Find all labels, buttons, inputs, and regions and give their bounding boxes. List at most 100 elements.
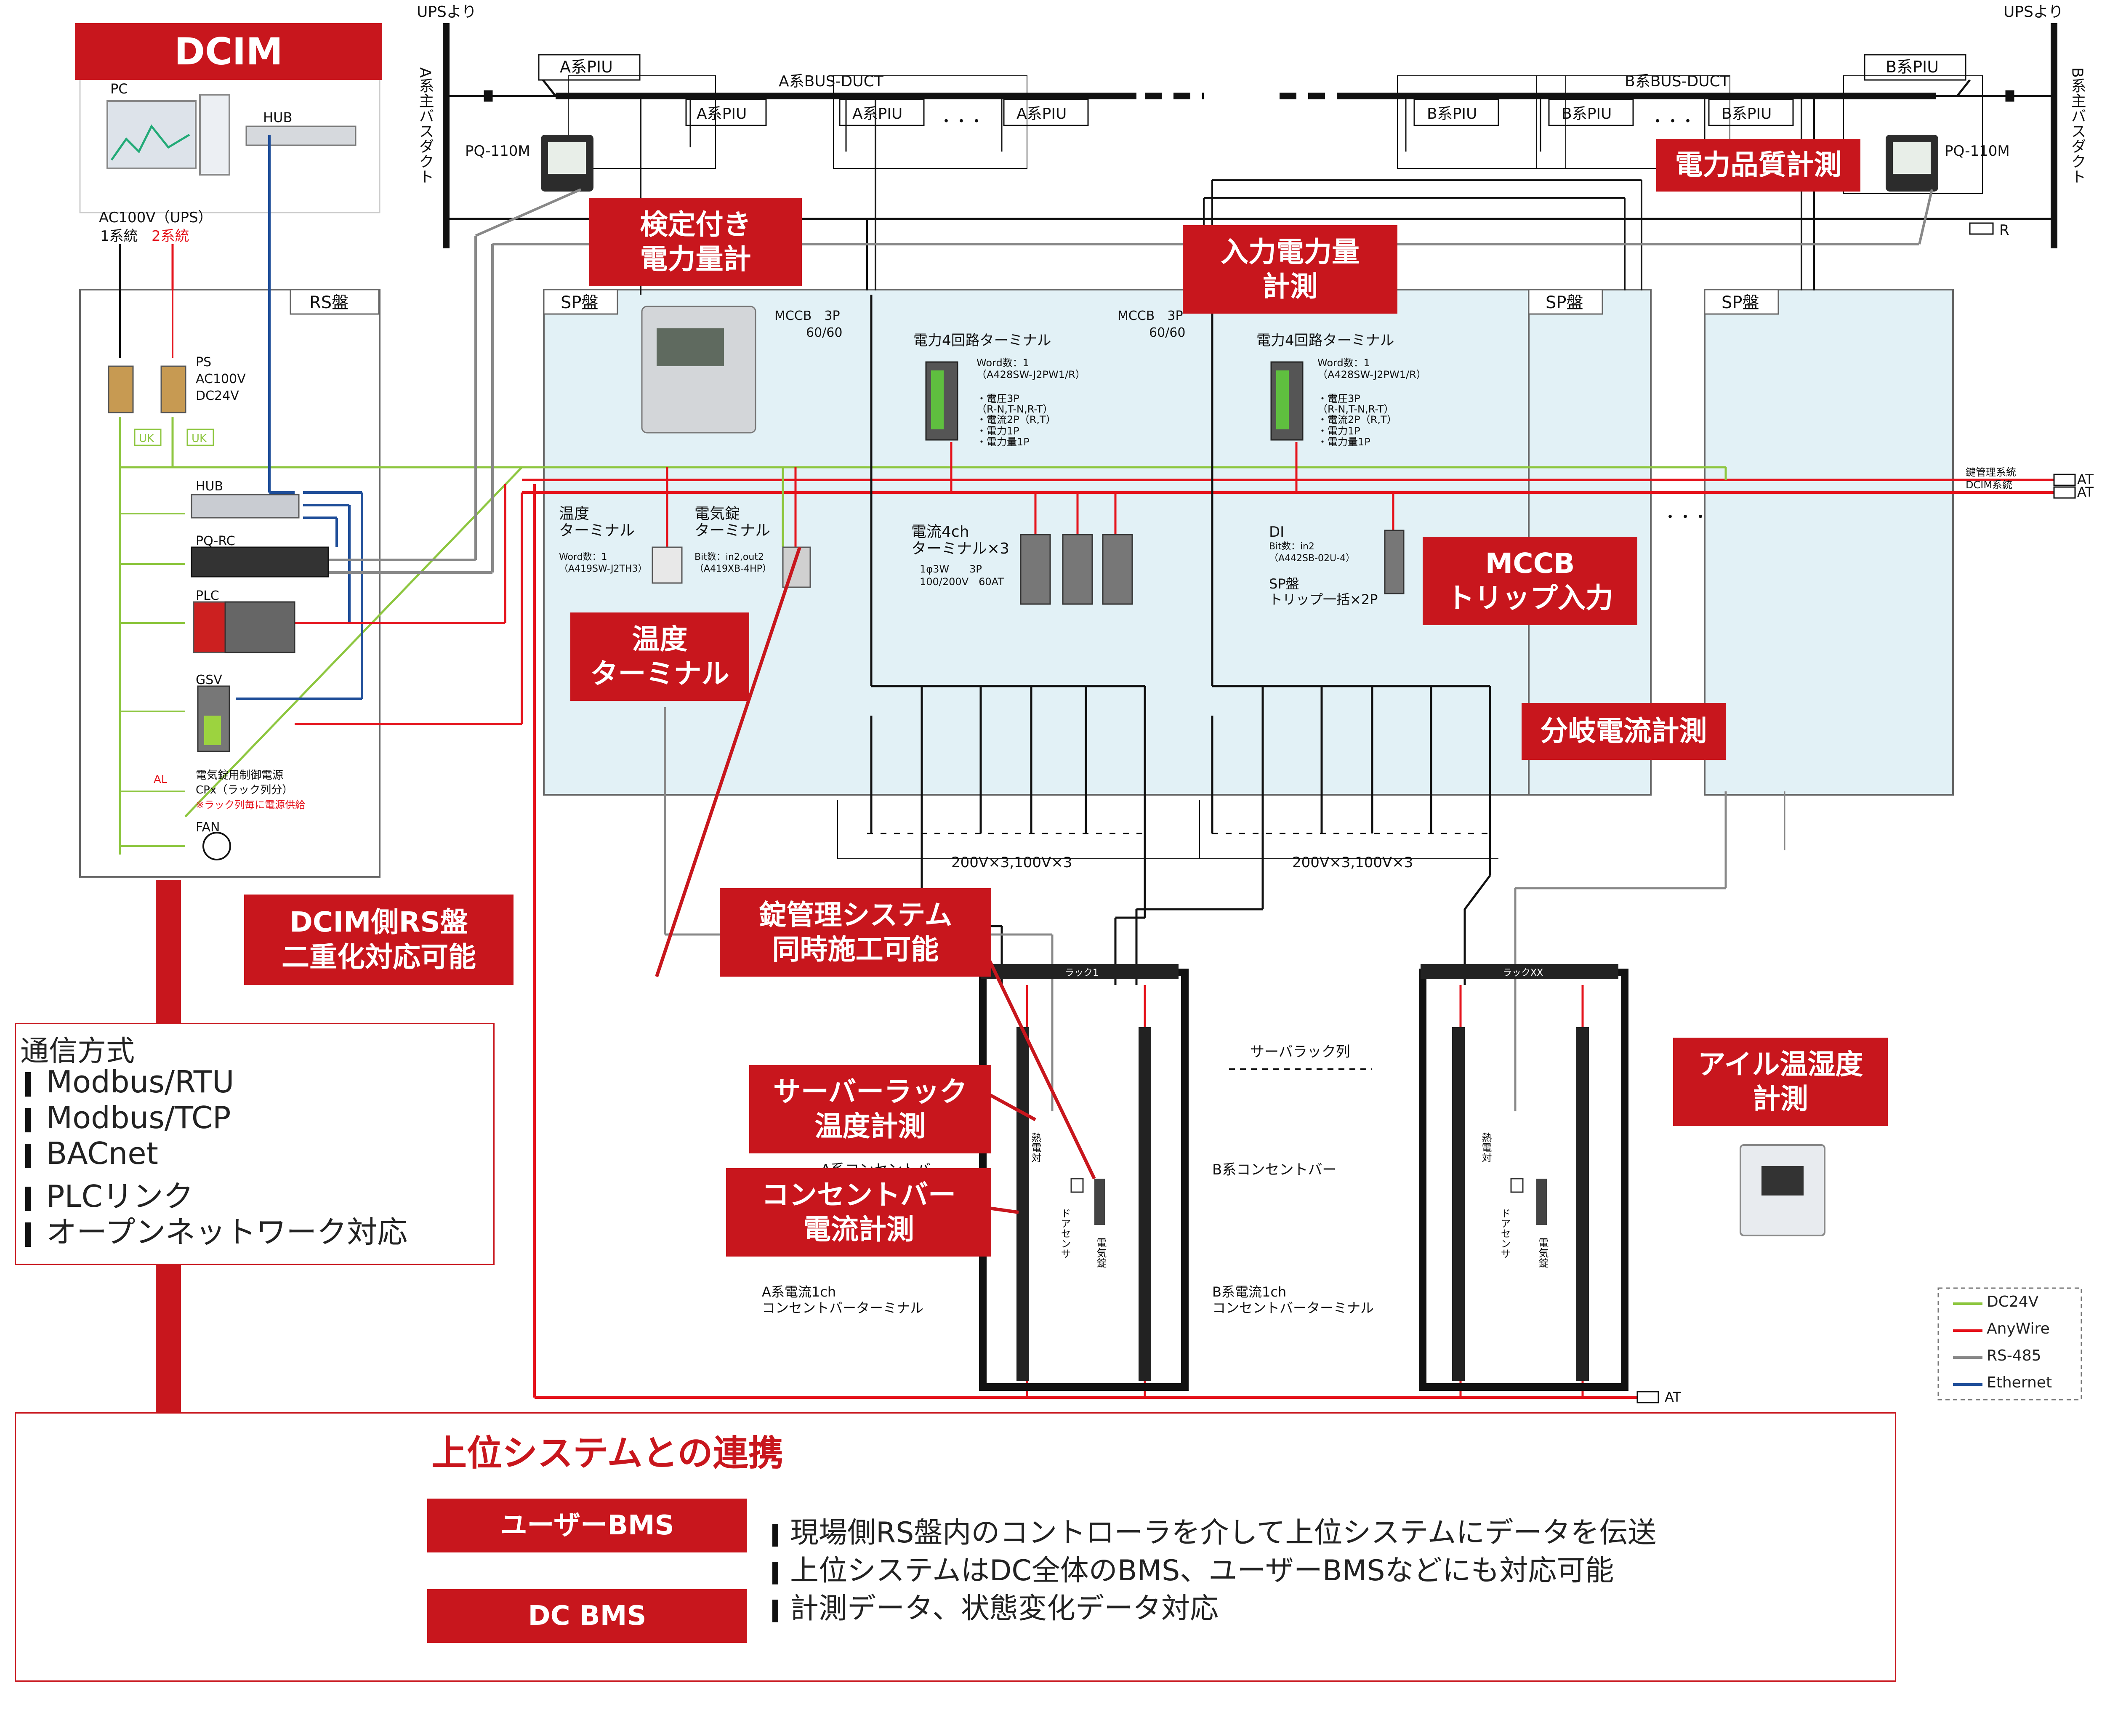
integration-item: 上位システムはDC全体のBMS、ユーザーBMSなどにも対応可能 bbox=[772, 1547, 1614, 1589]
sp-label-box-b bbox=[1528, 289, 1603, 315]
rs-al: AL bbox=[154, 773, 168, 786]
b-piu-2: B系PIU bbox=[1562, 105, 1612, 122]
branch-b-label: 200V×3,100V×3 bbox=[1292, 854, 1413, 871]
callout-mccb-trip: MCCB トリップ入力 bbox=[1423, 537, 1637, 625]
rs-uk-2: UK bbox=[192, 432, 207, 445]
rack1-elock: 電気錠 bbox=[1095, 1238, 1107, 1268]
a-piu-main: A系PIU bbox=[560, 58, 613, 76]
b-busduct-label: B系BUS-DUCT bbox=[1625, 73, 1730, 90]
sys2-label: 2系統 bbox=[152, 228, 189, 245]
rack-xx-b-bar bbox=[1576, 1027, 1589, 1381]
term4-a: 電力4回路ターミナル bbox=[913, 332, 1051, 349]
rack-1-a-bar bbox=[1016, 1027, 1029, 1381]
rackxx-label: ラックXX bbox=[1503, 968, 1543, 978]
callout-dcim-rs-line1: DCIM側RS盤 bbox=[290, 906, 468, 938]
comm-item: Modbus/TCP bbox=[25, 1100, 231, 1135]
uk-1 bbox=[134, 429, 162, 446]
lock-term-label: 電気錠 bbox=[694, 505, 740, 522]
callout-certified-line2: 電力量計 bbox=[640, 243, 751, 275]
sp-c-dots: ・・・ bbox=[1663, 509, 1708, 526]
comm-item: オープンネットワーク対応 bbox=[25, 1207, 407, 1251]
legend-dc24v-line bbox=[1953, 1302, 1982, 1305]
dcim-pc-monitor bbox=[106, 100, 197, 169]
temp-term-label-2: ターミナル bbox=[559, 522, 635, 539]
dcim-sys-label: DCIM系統 bbox=[1966, 479, 2012, 491]
a-busduct-label: A系BUS-DUCT bbox=[779, 73, 884, 90]
at-box-top-1 bbox=[2053, 474, 2076, 486]
rack-b-cur: B系電流1ch bbox=[1212, 1284, 1286, 1300]
term4-b-spec: ・電流2P（R,T） bbox=[1317, 414, 1397, 426]
b-piu-3: B系PIU bbox=[1722, 105, 1772, 122]
sp-panel-c-area bbox=[1704, 289, 1954, 796]
pq110m-left-screen bbox=[548, 142, 586, 174]
callout-input-line1: 入力電力量 bbox=[1221, 235, 1360, 268]
callout-branch-current: 分岐電流計測 bbox=[1522, 703, 1726, 760]
term4-a-spec: （R-N,T-N,R-T） bbox=[976, 403, 1053, 415]
rack1-door: ドアセンサ bbox=[1059, 1208, 1071, 1259]
dcim-pc-tower bbox=[199, 94, 230, 176]
rackxx-thermo: 熱電対 bbox=[1480, 1132, 1492, 1163]
at-box-top-2 bbox=[2053, 486, 2076, 499]
trip-label-2: トリップ一括×2P bbox=[1269, 591, 1378, 607]
rs-wiring bbox=[119, 135, 1933, 1399]
b-piu-main: B系PIU bbox=[1886, 58, 1939, 76]
term4-b-green bbox=[1276, 370, 1289, 429]
rs-plc: PLC bbox=[196, 588, 219, 603]
integration-title: 上位システムとの連携 bbox=[431, 1432, 784, 1474]
callout-aisle-line1: アイル温湿度 bbox=[1698, 1048, 1863, 1081]
lock-term-model: （A419XB-4HP） bbox=[694, 564, 772, 574]
ups-left: UPSより bbox=[417, 3, 476, 21]
rack-1 bbox=[979, 964, 1189, 1391]
di-label: DI bbox=[1269, 524, 1284, 541]
term4-b-spec: ・電圧3P bbox=[1317, 393, 1360, 405]
rs-ps-dc: DC24V bbox=[196, 389, 239, 403]
term4-b: 電力4回路ターミナル bbox=[1256, 332, 1394, 349]
term4-a-word: Word数：1 bbox=[976, 357, 1029, 369]
trip-label: SP盤 bbox=[1269, 576, 1299, 592]
at-top-2: AT bbox=[2077, 484, 2094, 500]
rack-a-cur: A系電流1ch bbox=[762, 1284, 836, 1300]
callout-lock-line1: 錠管理システム bbox=[758, 898, 953, 931]
temp-term-label: 温度 bbox=[559, 505, 589, 522]
aisle-sensor-screen bbox=[1761, 1166, 1804, 1195]
at-box-bottom bbox=[1636, 1391, 1659, 1403]
rs-pqrc: PQ-RC bbox=[196, 534, 235, 548]
user-bms-button: ユーザーBMS bbox=[427, 1499, 747, 1552]
rack-1-elock bbox=[1094, 1179, 1105, 1225]
term4-a-spec: ・電圧3P bbox=[976, 393, 1019, 405]
sys1-label: 1系統 bbox=[100, 228, 138, 245]
rack-1-door bbox=[1070, 1178, 1084, 1193]
mccb-a-rating: 60/60 bbox=[806, 325, 842, 340]
rack-xx bbox=[1419, 964, 1628, 1391]
callout-rack-line1: サーバーラック bbox=[773, 1075, 968, 1108]
callout-aisle-line2: 計測 bbox=[1753, 1083, 1808, 1115]
legend-rs485-line bbox=[1953, 1356, 1982, 1359]
cur4ch-label: 電流4ch bbox=[911, 523, 969, 541]
comm-item: Modbus/RTU bbox=[25, 1064, 234, 1100]
comm-title: 通信方式 bbox=[20, 1035, 135, 1068]
ps-1 bbox=[108, 365, 134, 413]
sp-label-b: SP盤 bbox=[1546, 293, 1583, 312]
callout-arrows bbox=[655, 546, 1096, 1214]
certified-meter-body bbox=[641, 306, 756, 434]
rack-xx-door bbox=[1510, 1178, 1524, 1193]
at-bottom: AT bbox=[1665, 1389, 1681, 1405]
mccb-a: MCCB 3P bbox=[774, 309, 840, 323]
legend-dc24v: DC24V bbox=[1987, 1293, 2039, 1310]
temp-term-device bbox=[652, 546, 683, 584]
term4-a-spec: ・電力1P bbox=[976, 425, 1019, 437]
uk-2 bbox=[186, 429, 214, 446]
rack1-label: ラック1 bbox=[1065, 968, 1099, 978]
sp-label: SP盤 bbox=[561, 293, 599, 312]
callout-outlet-current: コンセントバー 電流計測 bbox=[726, 1168, 991, 1257]
rack-xx-elock bbox=[1536, 1179, 1547, 1225]
plc-device-red bbox=[193, 601, 226, 653]
callout-mccb-line1: MCCB bbox=[1485, 547, 1575, 580]
mccb-b-rating: 60/60 bbox=[1149, 325, 1185, 340]
branch-breakers bbox=[837, 295, 1498, 859]
comm-panel: 通信方式 Modbus/RTU Modbus/TCP BACnet PLCリンク… bbox=[15, 1023, 495, 1265]
rs-fan: FAN bbox=[196, 820, 220, 835]
term4-b-word: Word数：1 bbox=[1317, 357, 1370, 369]
callout-input-line2: 計測 bbox=[1262, 270, 1318, 303]
rackxx-elock: 電気錠 bbox=[1537, 1238, 1549, 1268]
